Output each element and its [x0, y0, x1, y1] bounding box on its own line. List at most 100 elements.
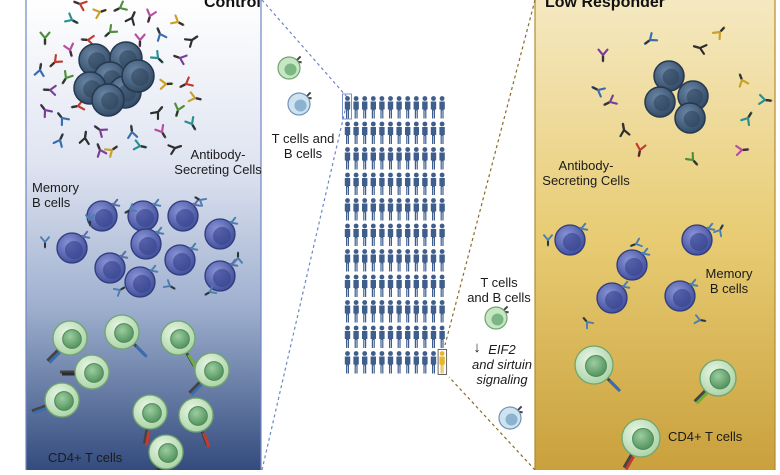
- person-icon: [344, 300, 351, 323]
- cd4-t-cell-icon: [148, 434, 184, 475]
- person-icon: [396, 274, 402, 297]
- low-antibody-secreting-cells: [591, 26, 773, 166]
- plasma-cell-icon: [644, 86, 676, 118]
- person-icon: [404, 121, 411, 144]
- antibody-icon: [127, 124, 139, 139]
- antibody-icon: [63, 42, 75, 58]
- person-icon: [379, 147, 385, 170]
- person-icon: [353, 147, 359, 170]
- person-icon: [422, 147, 428, 170]
- cd4-t-cell-icon: [60, 354, 110, 390]
- person-icon: [361, 351, 368, 374]
- down-arrow-icon: ↓: [473, 339, 481, 356]
- person-icon: [413, 121, 419, 144]
- lymphocyte-icon: [484, 305, 509, 330]
- person-icon: [361, 249, 368, 272]
- person-icon: [413, 172, 419, 195]
- person-icon: [387, 274, 394, 297]
- person-icon: [404, 223, 411, 246]
- person-icon: [439, 325, 445, 348]
- antibody-icon: [103, 145, 119, 158]
- antibody-icon: [96, 143, 108, 158]
- antibody-icon: [149, 49, 164, 64]
- lymphocyte-icon: [498, 405, 523, 430]
- antibody-icon: [33, 62, 45, 78]
- person-icon: [404, 274, 411, 297]
- person-icon: [361, 172, 368, 195]
- memory-b-cell-icon: [664, 278, 699, 312]
- low-antibody-secreting-label: Antibody- Secreting Cells: [542, 158, 630, 188]
- person-icon: [370, 147, 376, 170]
- memory-b-cell-icon: [616, 247, 651, 281]
- antibody-icon: [758, 93, 773, 105]
- antibody-icon: [172, 54, 188, 66]
- person-icon: [404, 249, 411, 272]
- person-icon: [387, 121, 394, 144]
- person-icon: [439, 223, 445, 246]
- person-icon: [353, 96, 359, 119]
- low-cd4-t-cells: [574, 345, 737, 471]
- person-icon: [439, 300, 445, 323]
- memory-b-cell-icon: [167, 198, 202, 232]
- plasma-cell-icon: [121, 59, 155, 93]
- antibody-icon: [233, 251, 243, 264]
- antibody-icon: [49, 53, 64, 68]
- person-icon: [344, 274, 351, 297]
- person-icon: [413, 351, 419, 374]
- control-memory-b-cells: [40, 196, 243, 298]
- antibody-icon: [40, 103, 53, 119]
- cd4-t-cell-icon: [188, 352, 230, 396]
- memory-b-cell-icon: [204, 258, 239, 292]
- antibody-icon: [73, 0, 88, 12]
- control-antibody-secreting-cells: [33, 0, 203, 158]
- person-icon: [413, 198, 419, 221]
- memory-b-cell-icon: [86, 198, 121, 232]
- person-icon: [396, 198, 402, 221]
- antibody-icon: [183, 35, 199, 48]
- person-icon: [396, 223, 402, 246]
- antibody-icon: [134, 33, 146, 48]
- person-icon: [413, 147, 419, 170]
- antibody-icon: [56, 112, 70, 127]
- person-icon: [379, 325, 385, 348]
- control-connector-top: [261, 0, 348, 98]
- selected-person-frame: [342, 93, 352, 120]
- cd4-t-cell-icon: [46, 320, 88, 364]
- antibody-icon: [738, 73, 750, 88]
- person-icon: [387, 249, 394, 272]
- antibody-icon: [93, 125, 109, 138]
- antibody-icon: [104, 23, 119, 38]
- person-icon: [422, 300, 428, 323]
- person-icon: [422, 325, 428, 348]
- person-icon: [361, 96, 368, 119]
- control-memory-b-label: Memory B cells: [32, 180, 79, 210]
- person-icon: [387, 223, 394, 246]
- antibody-icon: [603, 94, 618, 106]
- person-icon: [430, 274, 437, 297]
- person-icon: [396, 300, 402, 323]
- person-icon: [404, 300, 411, 323]
- person-icon: [353, 325, 359, 348]
- person-icon: [404, 96, 411, 119]
- middle-cells: [277, 55, 523, 430]
- person-icon: [353, 198, 359, 221]
- antibody-icon: [78, 130, 90, 146]
- person-icon: [344, 325, 351, 348]
- cd4-t-cell-icon: [621, 418, 661, 471]
- antibody-icon: [64, 12, 79, 25]
- person-icon: [370, 121, 376, 144]
- antibody-icon: [92, 8, 108, 20]
- person-icon: [344, 172, 351, 195]
- person-icon: [379, 96, 385, 119]
- person-icon: [430, 96, 437, 119]
- person-icon: [396, 351, 402, 374]
- memory-b-cell-icon: [130, 226, 165, 260]
- antibody-icon: [174, 102, 185, 118]
- person-icon: [430, 121, 437, 144]
- person-icon: [353, 172, 359, 195]
- person-icon: [422, 198, 428, 221]
- person-icon: [353, 351, 359, 374]
- person-icon: [370, 198, 376, 221]
- person-icon: [370, 223, 376, 246]
- person-icon: [422, 274, 428, 297]
